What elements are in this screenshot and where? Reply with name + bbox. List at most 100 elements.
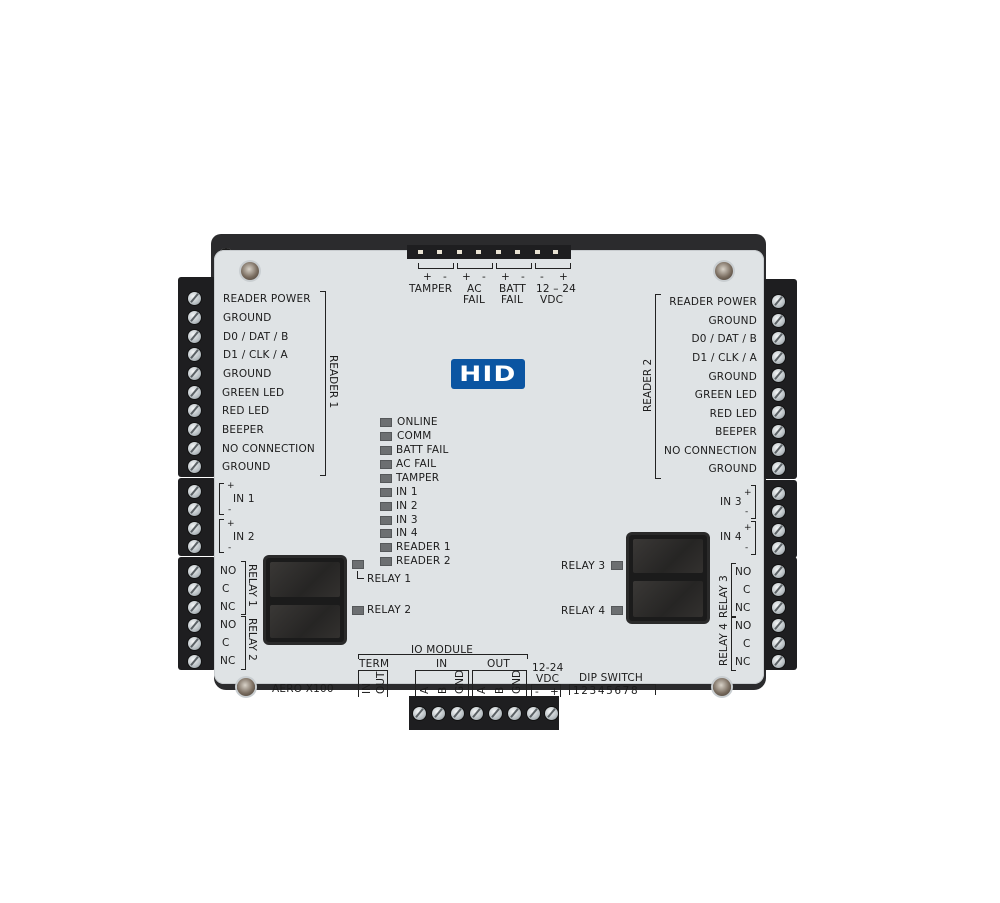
tamper-label: TAMPER <box>409 283 453 295</box>
dip-switch-label: DIP SWITCH <box>579 672 644 684</box>
mounting-screw-bottom-right <box>713 678 731 696</box>
relay1-led <box>352 560 364 569</box>
term-pin-in: IN <box>361 683 373 694</box>
terminal-screw[interactable] <box>772 351 785 364</box>
terminal-screw[interactable] <box>772 524 785 537</box>
reader1-terminal-label: GROUND <box>223 368 272 380</box>
io-terminal-screw[interactable] <box>545 707 558 720</box>
in1-bracket <box>219 483 224 515</box>
batt-fail-label-1: BATT <box>499 283 527 295</box>
in3-minus: - <box>745 507 749 517</box>
io-power-bracket <box>531 684 561 697</box>
terminal-screw[interactable] <box>188 583 201 596</box>
terminal-screw[interactable] <box>188 565 201 578</box>
io-terminal-screw[interactable] <box>470 707 483 720</box>
terminal-screw[interactable] <box>772 314 785 327</box>
terminal-screw[interactable] <box>772 425 785 438</box>
io-terminal-screw[interactable] <box>527 707 540 720</box>
terminal-screw[interactable] <box>188 367 201 380</box>
polarity-label: - <box>540 271 544 283</box>
hid-logo: HID <box>451 359 525 389</box>
terminal-screw[interactable] <box>188 485 201 498</box>
reader2-terminal-label: GROUND <box>708 315 757 327</box>
terminal-screw[interactable] <box>188 540 201 553</box>
dip-switch-positions[interactable]: 12345678 <box>573 685 640 697</box>
terminal-screw[interactable] <box>772 655 785 668</box>
reader1-terminal-label: GROUND <box>223 312 272 324</box>
terminal-screw[interactable] <box>188 292 201 305</box>
io-terminal-screw[interactable] <box>413 707 426 720</box>
terminal-screw[interactable] <box>772 443 785 456</box>
relay4-cap <box>633 581 703 617</box>
relay3-contact: NC <box>735 602 751 614</box>
terminal-screw[interactable] <box>188 601 201 614</box>
io-power-minus: - <box>535 686 539 698</box>
status-led-label: READER 2 <box>396 555 451 567</box>
connector-pin <box>418 250 423 254</box>
terminal-screw[interactable] <box>772 462 785 475</box>
terminal-screw[interactable] <box>772 406 785 419</box>
model-label: AERO X100 <box>272 683 334 695</box>
reader2-terminal-label: D1 / CLK / A <box>692 352 757 364</box>
terminal-screw[interactable] <box>772 637 785 650</box>
io-terminal-screw[interactable] <box>432 707 445 720</box>
reader1-terminal-label: NO CONNECTION <box>222 443 315 455</box>
out-pin-a: A <box>476 686 488 694</box>
terminal-screw[interactable] <box>772 487 785 500</box>
in3-label: IN 3 <box>720 496 742 508</box>
terminal-screw[interactable] <box>188 423 201 436</box>
status-led <box>380 432 392 441</box>
terminal-screw[interactable] <box>772 369 785 382</box>
relay3-component <box>629 535 707 621</box>
terminal-screw[interactable] <box>772 565 785 578</box>
terminal-screw[interactable] <box>772 601 785 614</box>
relay1-contact: NC <box>220 601 236 613</box>
status-led <box>380 474 392 483</box>
terminal-screw[interactable] <box>772 505 785 518</box>
terminal-screw[interactable] <box>188 460 201 473</box>
io-terminal-screw[interactable] <box>451 707 464 720</box>
relay1-led-label: RELAY 1 <box>367 573 412 585</box>
terminal-screw[interactable] <box>188 348 201 361</box>
in4-label: IN 4 <box>720 531 742 543</box>
terminal-screw[interactable] <box>772 295 785 308</box>
relay1-cap <box>270 562 340 597</box>
relay2-title: RELAY 2 <box>246 618 258 661</box>
terminal-screw[interactable] <box>188 311 201 324</box>
terminal-screw[interactable] <box>188 655 201 668</box>
connector-pin <box>553 250 558 254</box>
bracket-ac-fail <box>457 263 493 269</box>
io-terminal-screw[interactable] <box>489 707 502 720</box>
terminal-screw[interactable] <box>188 386 201 399</box>
relay1-led-leader <box>357 571 364 579</box>
term-label: TERM <box>359 658 390 670</box>
io-terminal-screw[interactable] <box>508 707 521 720</box>
polarity-label: + <box>462 271 471 283</box>
terminal-screw[interactable] <box>188 637 201 650</box>
terminal-screw[interactable] <box>188 619 201 632</box>
terminal-screw[interactable] <box>772 388 785 401</box>
terminal-screw[interactable] <box>772 619 785 632</box>
out-pin-gnd: GND <box>511 669 523 694</box>
relay4-contact: NO <box>735 620 752 632</box>
terminal-screw[interactable] <box>772 542 785 555</box>
vdc-label-2: VDC <box>540 294 564 306</box>
reader2-terminal-label: GROUND <box>708 371 757 383</box>
terminal-screw[interactable] <box>188 330 201 343</box>
batt-fail-label-2: FAIL <box>501 294 524 306</box>
terminal-screw[interactable] <box>188 442 201 455</box>
terminal-screw[interactable] <box>772 332 785 345</box>
in-pin-a: A <box>419 686 431 694</box>
in-pin-gnd: GND <box>454 669 466 694</box>
in3-bracket <box>751 485 756 519</box>
connector-pin <box>437 250 442 254</box>
terminal-screw[interactable] <box>188 503 201 516</box>
polarity-label: - <box>443 271 447 283</box>
terminal-screw[interactable] <box>772 583 785 596</box>
status-led-label: AC FAIL <box>396 458 437 470</box>
terminal-screw[interactable] <box>188 404 201 417</box>
in2-label: IN 2 <box>233 531 255 543</box>
status-led-label: ONLINE <box>397 416 438 428</box>
terminal-screw[interactable] <box>188 522 201 535</box>
out-pin-b: B <box>494 686 506 694</box>
